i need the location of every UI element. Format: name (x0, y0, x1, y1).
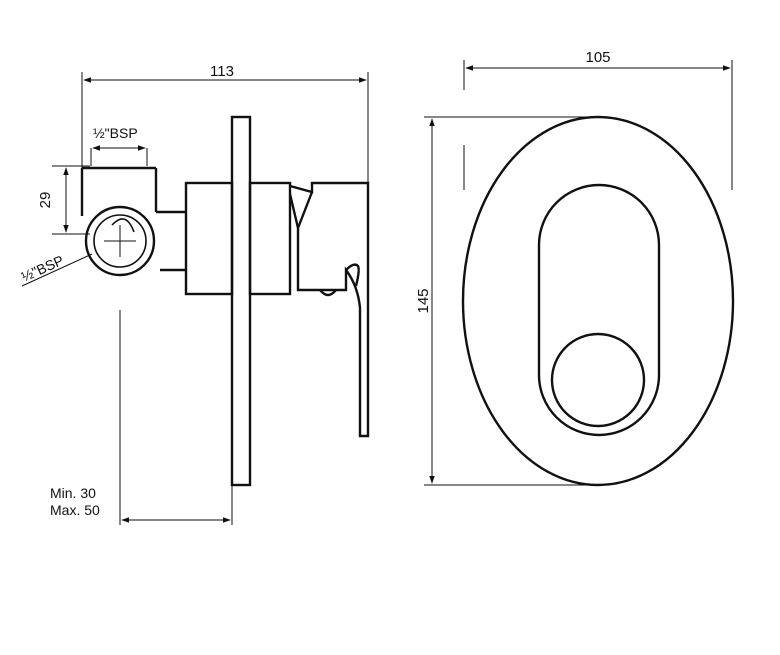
valve-body (184, 181, 292, 296)
lever-handle (288, 181, 370, 438)
wall-depth-max-label: Max. 50 (50, 502, 100, 518)
inlet-connector (80, 166, 186, 277)
front-width-label: 105 (585, 49, 610, 66)
front-handle-knob (550, 332, 646, 428)
front-width-dimension: 105 (463, 49, 733, 190)
cover-plate (230, 115, 252, 487)
inlet-offset-label: 29 (37, 192, 54, 209)
side-view: 113 ½"BSP 29 ½"BSP (19, 63, 370, 525)
wall-depth-dimension: Min. 30 Max. 50 (50, 310, 233, 525)
inlet-offset-dimension: 29 (37, 165, 90, 235)
overall-width-label: 113 (210, 63, 234, 80)
inlet-thread-dimension: ½"BSP (90, 125, 148, 166)
outlet-thread-label: ½"BSP (19, 252, 66, 285)
front-view: 105 145 (415, 49, 735, 487)
wall-depth-min-label: Min. 30 (50, 485, 96, 501)
front-height-label: 145 (415, 288, 432, 313)
front-height-dimension: 145 (415, 116, 598, 486)
outlet-thread-leader: ½"BSP (19, 252, 93, 287)
inlet-thread-label: ½"BSP (93, 125, 138, 141)
front-handle-slot (537, 183, 661, 437)
front-cover-plate (461, 115, 735, 487)
